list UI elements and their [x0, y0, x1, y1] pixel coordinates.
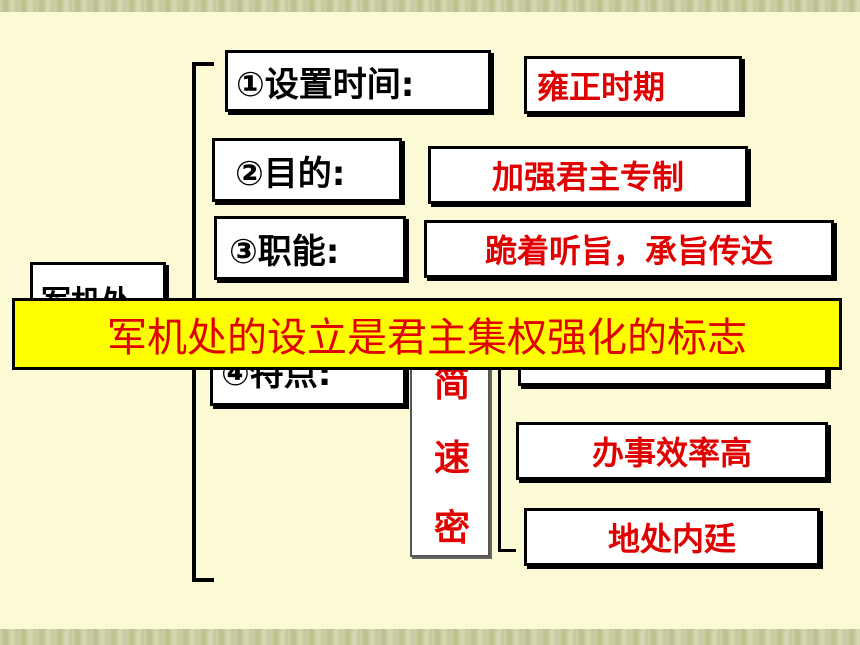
answer-time-text: 雍正时期 — [537, 68, 666, 106]
answer-efficiency-text: 办事效率高 — [591, 434, 752, 472]
answer-location: 地处内廷 — [524, 508, 820, 566]
feature-bracket-line — [498, 362, 501, 552]
feature-char: 速 — [433, 438, 470, 479]
main-bracket-top — [192, 62, 214, 66]
feature-bracket-bottom — [498, 549, 516, 552]
main-bracket-bottom — [192, 578, 214, 582]
answer-efficiency: 办事效率高 — [516, 422, 828, 480]
conclusion-banner: 军机处的设立是君主集权强化的标志 — [12, 298, 842, 370]
feature-char: 简 — [433, 364, 470, 405]
label-purpose: ②目的: — [212, 138, 402, 202]
feature-char: 密 — [433, 508, 470, 549]
answer-function: 跪着听旨，承旨传达 — [424, 220, 834, 278]
label-function-text: ③职能: — [229, 231, 340, 272]
top-decor-stripe — [0, 0, 860, 12]
answer-location-text: 地处内廷 — [607, 520, 736, 558]
label-time: ①设置时间: — [225, 50, 491, 112]
label-function: ③职能: — [214, 216, 406, 280]
answer-time: 雍正时期 — [524, 56, 742, 114]
answer-purpose-text: 加强君主专制 — [491, 158, 684, 196]
label-purpose-text: ②目的: — [235, 153, 346, 194]
banner-text: 军机处的设立是君主集权强化的标志 — [107, 315, 747, 361]
label-time-text: ①设置时间: — [236, 64, 415, 105]
answer-purpose: 加强君主专制 — [428, 146, 748, 204]
feature-chars-box: 简 速 密 — [410, 335, 490, 557]
bottom-decor-stripe — [0, 629, 860, 645]
answer-function-text: 跪着听旨，承旨传达 — [484, 232, 773, 270]
